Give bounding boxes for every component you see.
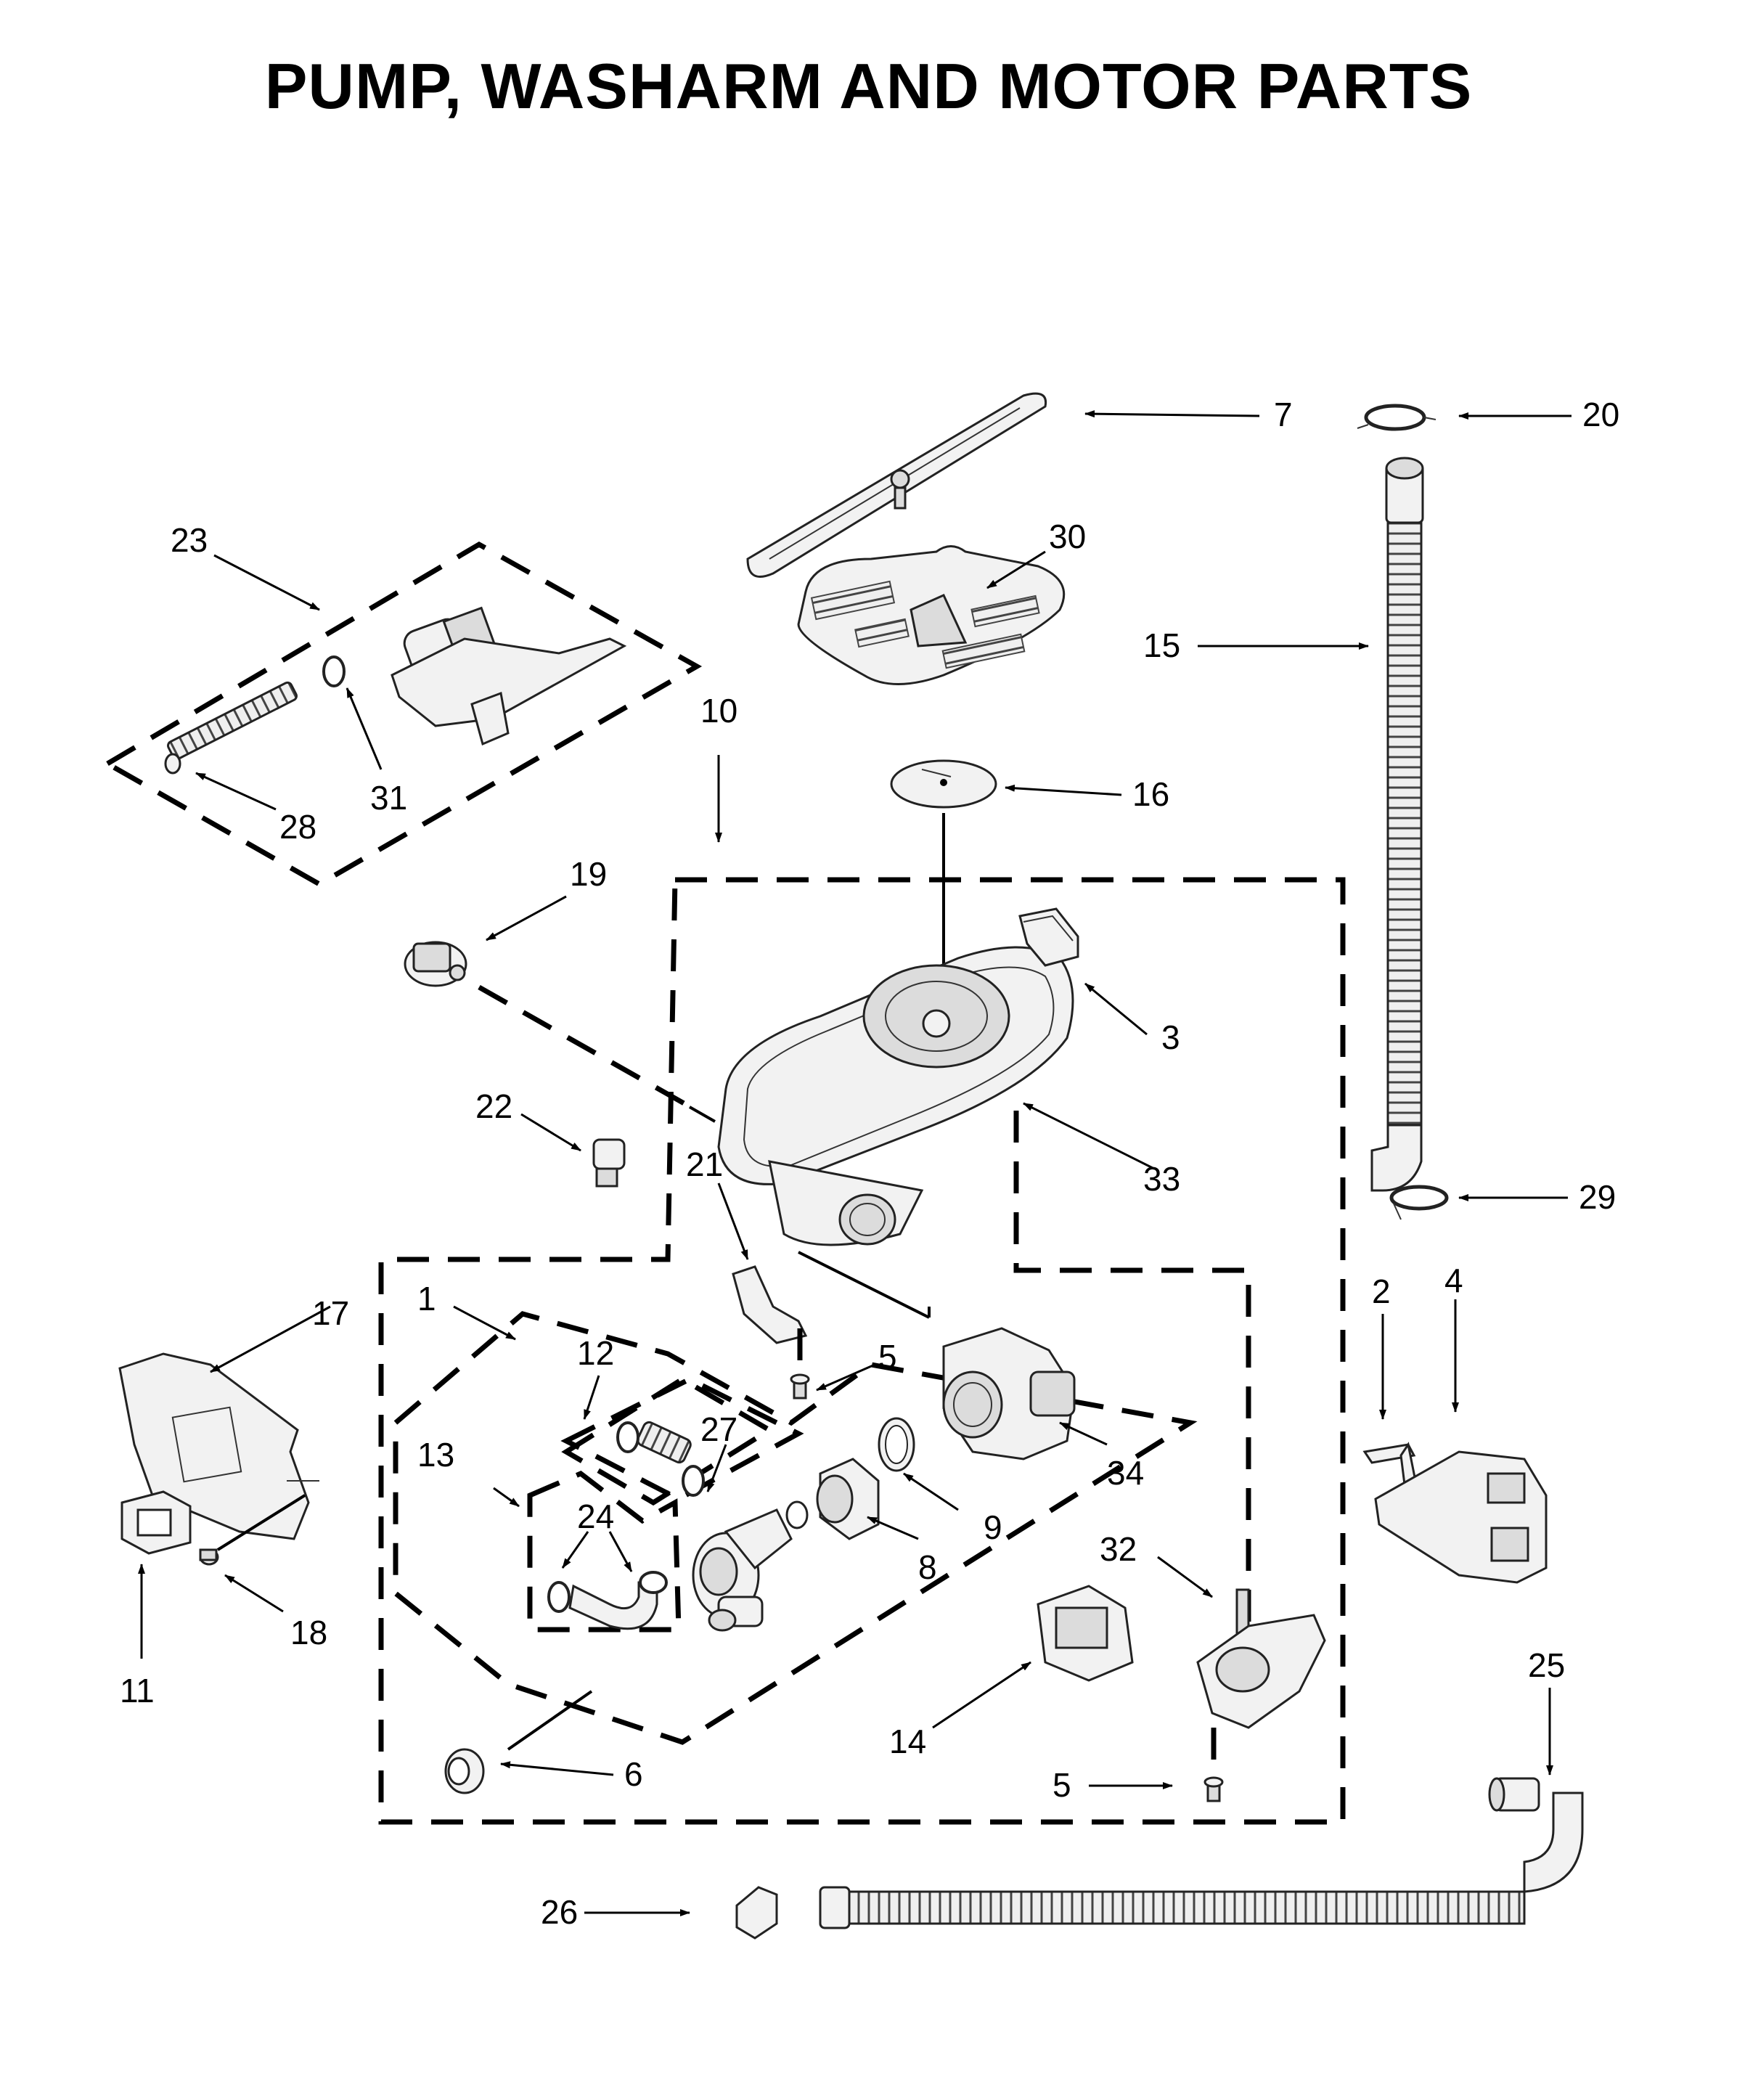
callout-7: 7 [1274, 396, 1293, 433]
callout-27: 27 [700, 1410, 737, 1448]
part-pump-volute[interactable] [692, 1508, 793, 1632]
part-15-drain-hose[interactable] [1370, 457, 1424, 1192]
callout-33: 33 [1143, 1160, 1180, 1198]
group-outline-27 [560, 1376, 804, 1502]
diagram-title: PUMP, WASHARM AND MOTOR PARTS [264, 50, 1473, 122]
group-outline-33 [1013, 1111, 1251, 1633]
leader-21-solid [798, 1251, 930, 1319]
part-34-motor[interactable] [942, 1327, 1076, 1460]
callout-15: 15 [1143, 626, 1180, 664]
callout-34: 34 [1107, 1454, 1144, 1492]
leader-19-solid [689, 1106, 716, 1123]
part-33-sump[interactable] [717, 946, 1074, 1246]
part-19-sensor[interactable] [404, 941, 467, 987]
part-16-disc[interactable] [890, 759, 997, 809]
group-outline-10 [378, 877, 1346, 1825]
part-7-spray-arm[interactable] [746, 392, 1047, 578]
callout-29: 29 [1579, 1178, 1616, 1216]
part-24-elbow[interactable] [547, 1571, 668, 1630]
part-8-impeller[interactable] [785, 1458, 880, 1540]
callout-12: 12 [577, 1334, 614, 1372]
callout-17: 17 [312, 1294, 349, 1332]
callout-labels: 7 20 30 15 16 10 23 31 28 19 3 33 22 21 … [120, 396, 1619, 1931]
part-32-diverter-valve[interactable] [1196, 1588, 1326, 1729]
callout-5-lower: 5 [1053, 1766, 1071, 1804]
callout-31: 31 [370, 779, 407, 817]
part-29-clamp[interactable] [1389, 1185, 1449, 1220]
callout-1: 1 [417, 1280, 436, 1317]
callout-20: 20 [1582, 396, 1619, 433]
callout-6: 6 [624, 1755, 643, 1793]
part-30-filter-plate[interactable] [797, 545, 1066, 685]
callout-14: 14 [889, 1723, 926, 1760]
part-21-bracket[interactable] [732, 1265, 808, 1344]
group-outline-23 [102, 541, 703, 888]
part-9-ring[interactable] [878, 1417, 915, 1472]
group-outline-13 [527, 1470, 682, 1633]
leader-arrows [138, 410, 1572, 1916]
callout-26: 26 [541, 1893, 578, 1931]
callout-22: 22 [475, 1087, 512, 1125]
callout-16: 16 [1132, 775, 1169, 813]
callout-3: 3 [1161, 1018, 1180, 1056]
callout-32: 32 [1100, 1530, 1137, 1568]
callout-18: 18 [290, 1614, 327, 1651]
callout-2: 2 [1372, 1272, 1391, 1310]
callout-4: 4 [1444, 1262, 1463, 1299]
part-25-drain-hose[interactable] [819, 1777, 1584, 1929]
part-4-bracket[interactable] [1374, 1450, 1548, 1584]
callout-19: 19 [570, 855, 607, 893]
callout-21: 21 [686, 1145, 723, 1183]
callout-25: 25 [1528, 1646, 1565, 1684]
leader-18-line [216, 1494, 306, 1551]
part-23-assembly[interactable] [391, 606, 627, 746]
part-2-bracket[interactable] [1362, 1442, 1417, 1487]
part-14-diverter[interactable] [1037, 1585, 1134, 1682]
callout-24: 24 [577, 1498, 614, 1535]
part-26-clip[interactable] [735, 1886, 778, 1940]
part-6-grommet[interactable] [444, 1748, 485, 1794]
callout-11: 11 [120, 1672, 155, 1709]
callout-30: 30 [1049, 518, 1086, 555]
part-22[interactable] [592, 1138, 626, 1188]
callout-9: 9 [984, 1508, 1002, 1546]
part-3-clip[interactable] [1018, 907, 1079, 967]
callout-23: 23 [171, 521, 208, 559]
callout-10: 10 [700, 692, 737, 730]
group-outline-12 [561, 1376, 775, 1506]
part-31-clamp[interactable] [322, 655, 346, 687]
callout-13: 13 [417, 1436, 454, 1474]
callout-28: 28 [279, 808, 316, 846]
part-5-screw-lower[interactable] [1203, 1776, 1224, 1802]
part-11-bracket[interactable] [120, 1490, 192, 1555]
leader-6-line [507, 1690, 593, 1751]
callout-8: 8 [918, 1548, 937, 1586]
leader-19-dashed [478, 984, 698, 1114]
part-18-pin[interactable] [199, 1548, 219, 1566]
part-5-screw-upper[interactable] [790, 1373, 810, 1400]
callout-5-upper: 5 [878, 1338, 897, 1376]
part-20-clamp[interactable] [1357, 404, 1436, 431]
part-27-hose[interactable] [616, 1421, 705, 1497]
part-28-hose[interactable] [164, 681, 298, 775]
